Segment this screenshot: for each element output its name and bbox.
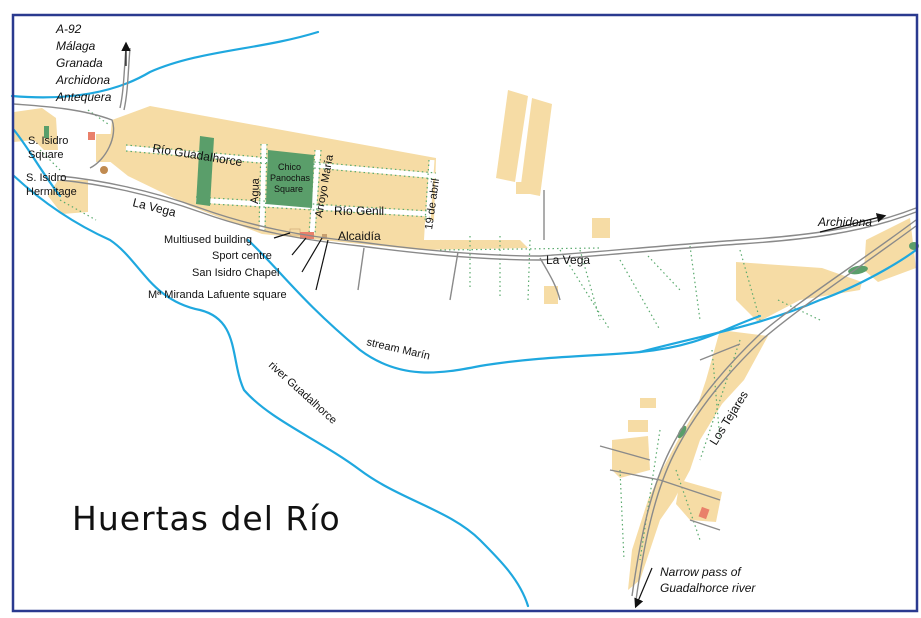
stream-marin: [246, 238, 762, 374]
label-chapel: San Isidro Chapel: [192, 267, 279, 279]
dest-archidona-east: Archidona: [817, 215, 872, 229]
green-tejares: [677, 425, 687, 439]
chapel-shape: [322, 234, 327, 239]
map-border: [11, 13, 919, 613]
label-chico-2: Panochas: [270, 173, 311, 183]
road-small-5: [609, 469, 661, 481]
label-isidro-square-2: Square: [28, 149, 63, 161]
leader-sport: [291, 237, 307, 256]
arrow-east: [819, 213, 887, 233]
building-isidro: [88, 132, 95, 140]
road-small-2: [357, 247, 365, 291]
stream-west-branch: [12, 128, 62, 198]
tree-rows: [39, 109, 821, 561]
road-tejares-1: [631, 219, 917, 597]
label-isidro-hermitage-2: Hermitage: [26, 186, 77, 198]
road-tejares-2: [635, 225, 917, 601]
label-isidro-square-1: S. Isidro: [28, 135, 68, 147]
road-west-loop: [13, 103, 115, 169]
dest-antequera: Antequera: [55, 90, 112, 104]
label-chico-3: Square: [274, 184, 303, 194]
green-east: [848, 265, 868, 275]
label-multiused: Multiused building: [164, 234, 252, 246]
street-agua: Agua: [249, 177, 262, 204]
urban-block-hermitage: [48, 180, 88, 214]
leader-miranda: [315, 239, 329, 291]
chico-panochas-square: [266, 150, 314, 208]
dest-narrow-pass-2: Guadalhorce river: [660, 581, 756, 595]
map-title: Huertas del Río: [72, 499, 341, 538]
road-small-8: [699, 343, 741, 361]
river-north: [10, 30, 320, 99]
road-la-vega-1: [59, 175, 917, 257]
leader-chapel: [301, 237, 323, 273]
urban-block-tejares-4: [628, 420, 648, 432]
waterways: [10, 30, 918, 608]
urban-block-south-small: [544, 286, 558, 304]
urban-block-north-1: [496, 90, 528, 182]
river-guadalhorce: [12, 174, 530, 608]
direction-arrows: [121, 41, 887, 609]
road-small-7: [689, 519, 721, 531]
urban-block-isidro: [14, 108, 58, 150]
dest-granada: Granada: [56, 56, 103, 70]
label-miranda: Mª Miranda Lafuente square: [148, 289, 287, 301]
stream-east: [638, 248, 918, 354]
label-sport-centre: Sport centre: [212, 250, 272, 262]
road-small-6: [659, 479, 721, 501]
urban-block-tejares-3: [676, 480, 722, 522]
dest-archidona-north: Archidona: [55, 73, 110, 87]
urban-block-far-east-2: [864, 218, 916, 282]
street-rio-genil: Río Genil: [334, 204, 384, 218]
dest-a92: A-92: [55, 22, 82, 36]
urban-block-east-small: [592, 218, 610, 238]
urban-block-north-2: [520, 98, 552, 196]
green-strip: [196, 136, 214, 206]
arrow-south: [634, 567, 653, 609]
label-isidro-hermitage-1: S. Isidro: [26, 172, 66, 184]
green-isidro: [44, 126, 49, 138]
urban-block-tejares-2: [612, 436, 650, 478]
label-chico-1: Chico: [278, 162, 301, 172]
road-south-1: [539, 257, 561, 301]
street-alcaidia: Alcaidía: [338, 229, 381, 243]
urban-block-far-east: [736, 262, 862, 322]
dest-malaga: Málaga: [56, 39, 96, 53]
road-a92-2: [123, 47, 131, 111]
road-small-3: [449, 251, 459, 301]
street-la-vega-east: La Vega: [546, 253, 590, 267]
urban-block-north-3: [516, 182, 530, 194]
road-la-vega-2: [59, 179, 917, 261]
building-tejares: [698, 506, 710, 520]
hermitage-shape: [100, 166, 108, 174]
roads: [13, 47, 917, 601]
leader-multiused: [273, 232, 291, 239]
urban-block-tejares-5: [640, 398, 656, 408]
dest-narrow-pass-1: Narrow pass of: [660, 565, 742, 579]
road-small-4: [599, 445, 651, 461]
